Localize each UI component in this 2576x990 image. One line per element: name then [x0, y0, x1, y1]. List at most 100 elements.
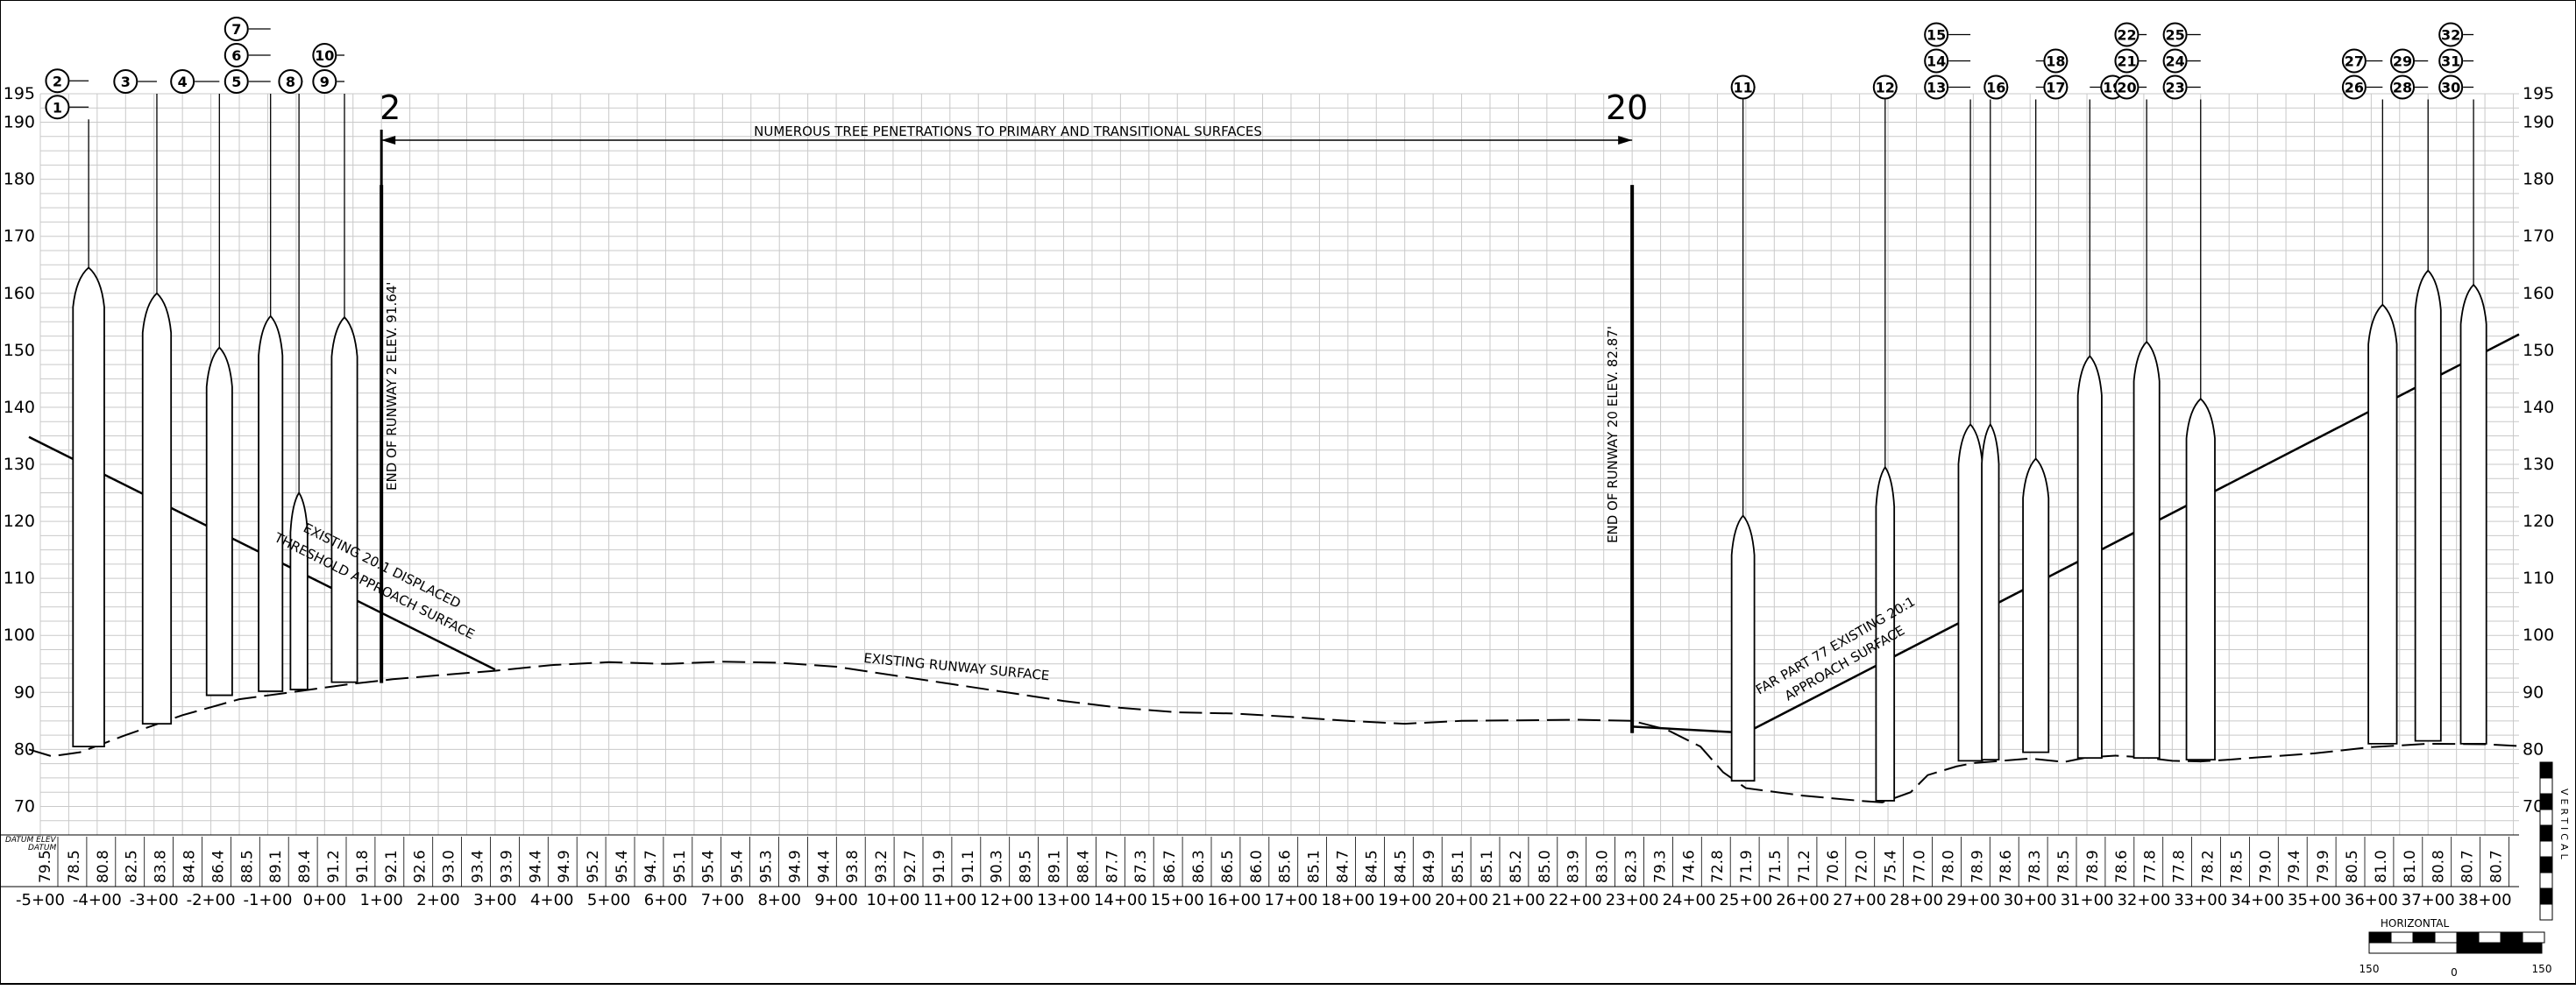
tree-callout-number: 1: [53, 99, 62, 116]
station-label: 7+00: [701, 891, 744, 909]
elevation-tick-label: 90: [14, 682, 35, 702]
ground-elevation-value: 87.7: [1103, 850, 1121, 883]
station-label: 32+00: [2117, 891, 2170, 909]
ground-elevation-value: 80.7: [2488, 850, 2506, 883]
tree-callout-number: 7: [231, 21, 241, 38]
tree-callout-circle: [45, 95, 70, 120]
station-label: 24+00: [1663, 891, 1716, 909]
elevation-grid: [39, 93, 2519, 836]
vertical-scale-segment: [2539, 856, 2553, 873]
vertical-scale-segment: [2539, 903, 2553, 921]
station-label: -2+00: [187, 891, 236, 909]
ground-elevation-value: 93.9: [498, 850, 515, 883]
tree-silhouette: [72, 266, 105, 748]
ground-elevation-value: 85.6: [1277, 850, 1295, 883]
tree-callout-number: 14: [1927, 53, 1946, 70]
ground-elevation-value: 91.9: [931, 850, 948, 883]
tree-callout-circle: [224, 43, 249, 67]
station-label: 26+00: [1776, 891, 1829, 909]
elevation-tick-label: 170: [2523, 227, 2554, 246]
tree-callout-number: 22: [2117, 27, 2136, 44]
ground-elevation-value: 93.8: [844, 850, 862, 883]
tree-callout-number: 10: [315, 47, 334, 64]
tree-callout-circle: [2043, 74, 2069, 100]
station-label: 28+00: [1890, 891, 1943, 909]
elevation-tick-label: 140: [4, 398, 35, 417]
tree-silhouette: [2132, 340, 2161, 760]
tree-silhouette: [2076, 355, 2103, 760]
scale-bar-segment: [2456, 931, 2480, 944]
station-label: 27+00: [1833, 891, 1886, 909]
tree-callout-number: 26: [2345, 80, 2364, 96]
ground-elevation-value: 75.4: [1883, 850, 1900, 883]
tree-callout-circle: [2390, 74, 2416, 100]
elevation-tick-label: 70: [14, 796, 35, 816]
ground-elevation-value: 86.3: [1190, 850, 1208, 883]
station-label: 0+00: [303, 891, 346, 909]
ground-elevation-value: 89.1: [1047, 850, 1064, 883]
tree-callout-circle: [2162, 22, 2188, 47]
station-label: 20+00: [1435, 891, 1488, 909]
ground-elevation-value: 72.8: [1709, 850, 1727, 883]
ground-elevation-value: 83.8: [153, 850, 170, 883]
elevation-tick-label: 150: [2523, 341, 2554, 360]
tree-callout-number: 4: [178, 74, 188, 90]
ground-elevation-value: 71.2: [1796, 850, 1813, 883]
ground-elevation-value: 86.5: [1219, 850, 1237, 883]
tree-callout-number: 30: [2441, 80, 2460, 96]
ground-elevation-value: 79.5: [37, 850, 54, 883]
station-label: 34+00: [2231, 891, 2284, 909]
station-label: -4+00: [73, 891, 122, 909]
runway-end-number: 2: [380, 88, 401, 127]
ground-elevation-value: 82.3: [1623, 850, 1641, 883]
tree-callout-circle: [2114, 48, 2140, 74]
vertical-scale-segment: [2539, 761, 2553, 779]
elevation-tick-label: 100: [4, 626, 35, 645]
scale-tick-right: 150: [2532, 963, 2552, 975]
vertical-scale-segment: [2539, 840, 2553, 858]
ground-elevation-value: 85.1: [1479, 850, 1496, 883]
station-label: 30+00: [2004, 891, 2057, 909]
tree-callout-circle: [2162, 48, 2188, 74]
station-label: 3+00: [473, 891, 516, 909]
station-label: 37+00: [2402, 891, 2455, 909]
ground-elevation-value: 71.9: [1738, 850, 1756, 883]
ground-elevation-value: 86.7: [1161, 850, 1179, 883]
tree-callout-circle: [224, 69, 249, 94]
station-label: 21+00: [1492, 891, 1545, 909]
station-label: -1+00: [243, 891, 292, 909]
tree-callout-number: 32: [2441, 27, 2460, 44]
tree-callout-number: 6: [231, 47, 241, 64]
ground-elevation-value: 87.3: [1132, 850, 1150, 883]
ground-elevation-value: 79.4: [2286, 850, 2303, 883]
ground-elevation-value: 84.7: [1335, 850, 1352, 883]
dimension-arrow-left: [381, 136, 396, 145]
tree-silhouette: [1957, 423, 1983, 762]
tree-silhouette: [1730, 514, 1756, 782]
tree-callout-circle: [2438, 48, 2464, 74]
station-label: 35+00: [2288, 891, 2341, 909]
ground-elevation-value: 77.8: [2171, 850, 2189, 883]
ground-elevation-value: 78.5: [2055, 850, 2073, 883]
elevation-tick-label: 90: [2523, 682, 2544, 702]
tree-callout-number: 20: [2117, 80, 2136, 96]
elevation-tick-label: 120: [2523, 512, 2554, 531]
scale-bar-segment: [2434, 931, 2458, 944]
ground-elevation-value: 92.1: [383, 850, 401, 883]
tree-callout-number: 23: [2165, 80, 2184, 96]
station-label: -3+00: [130, 891, 179, 909]
vertical-scale-segment: [2539, 809, 2553, 826]
runway-20-end-label: END OF RUNWAY 20 ELEV. 82.87': [1605, 326, 1621, 543]
ground-elevation-value: 94.4: [815, 850, 833, 883]
ground-elevation-value: 89.1: [267, 850, 285, 883]
ground-elevation-value: 93.0: [441, 850, 458, 883]
elevation-tick-label: 160: [4, 284, 35, 303]
elevation-tick-label: 140: [2523, 398, 2554, 417]
elevation-tick-label: 100: [2523, 626, 2554, 645]
tree-penetration-note: NUMEROUS TREE PENETRATIONS TO PRIMARY AN…: [754, 124, 1262, 139]
ground-elevation-value: 81.0: [2402, 850, 2419, 883]
